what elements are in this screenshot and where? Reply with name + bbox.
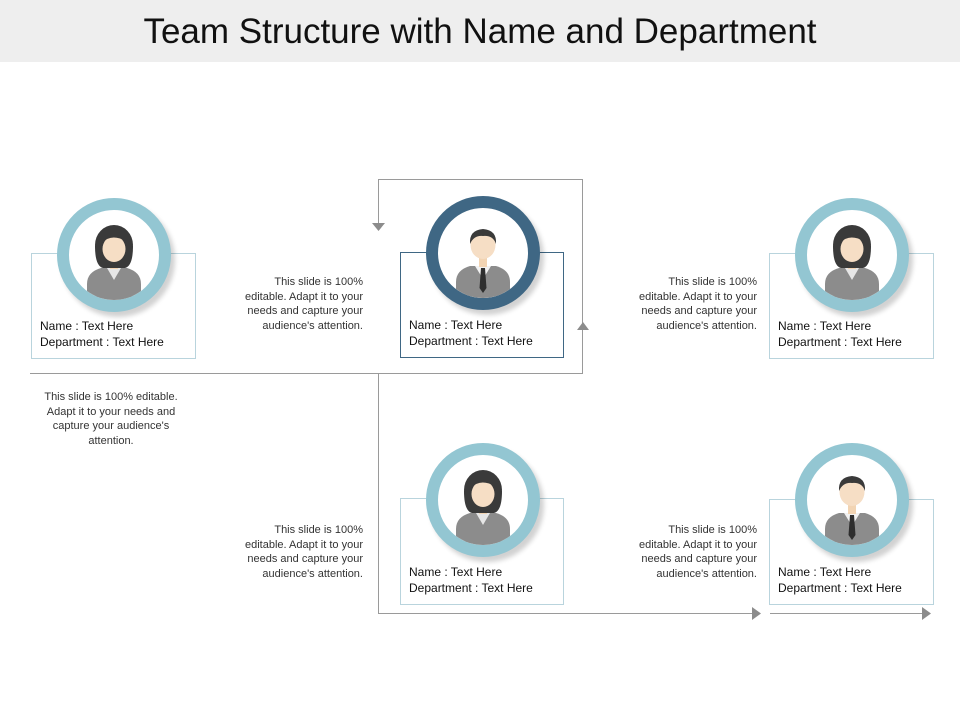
avatar (795, 198, 909, 312)
arrow-right-icon (922, 607, 931, 620)
member-name: Name : Text Here (409, 565, 503, 579)
arrow-right-icon (752, 607, 761, 620)
avatar (426, 196, 540, 310)
title-bar (0, 0, 960, 62)
female-person-icon (825, 225, 879, 300)
member-department: Department : Text Here (40, 335, 164, 349)
avatar (57, 198, 171, 312)
male-person-icon (456, 229, 510, 298)
female-person-icon (456, 470, 510, 545)
note-top-left: This slide is 100% editable. Adapt it to… (244, 276, 363, 332)
member-department: Department : Text Here (778, 581, 902, 595)
member-name: Name : Text Here (40, 319, 134, 333)
female-person-icon (87, 225, 141, 300)
member-name: Name : Text Here (778, 565, 872, 579)
member-department: Department : Text Here (409, 581, 533, 595)
note-left: This slide is 100% editable. Adapt it to… (44, 391, 178, 447)
page-title: Team Structure with Name and Department (143, 12, 817, 51)
member-department: Department : Text Here (778, 335, 902, 349)
member-department: Department : Text Here (409, 334, 533, 348)
note-bottom-left: This slide is 100% editable. Adapt it to… (244, 524, 363, 580)
arrow-down-icon (372, 223, 385, 231)
avatar (426, 443, 540, 557)
member-name: Name : Text Here (778, 319, 872, 333)
avatar (795, 443, 909, 557)
arrow-up-icon (577, 322, 589, 330)
male-person-icon (825, 476, 879, 545)
member-name: Name : Text Here (409, 318, 503, 332)
note-top-right: This slide is 100% editable. Adapt it to… (638, 276, 757, 332)
note-bottom-right: This slide is 100% editable. Adapt it to… (638, 524, 757, 580)
